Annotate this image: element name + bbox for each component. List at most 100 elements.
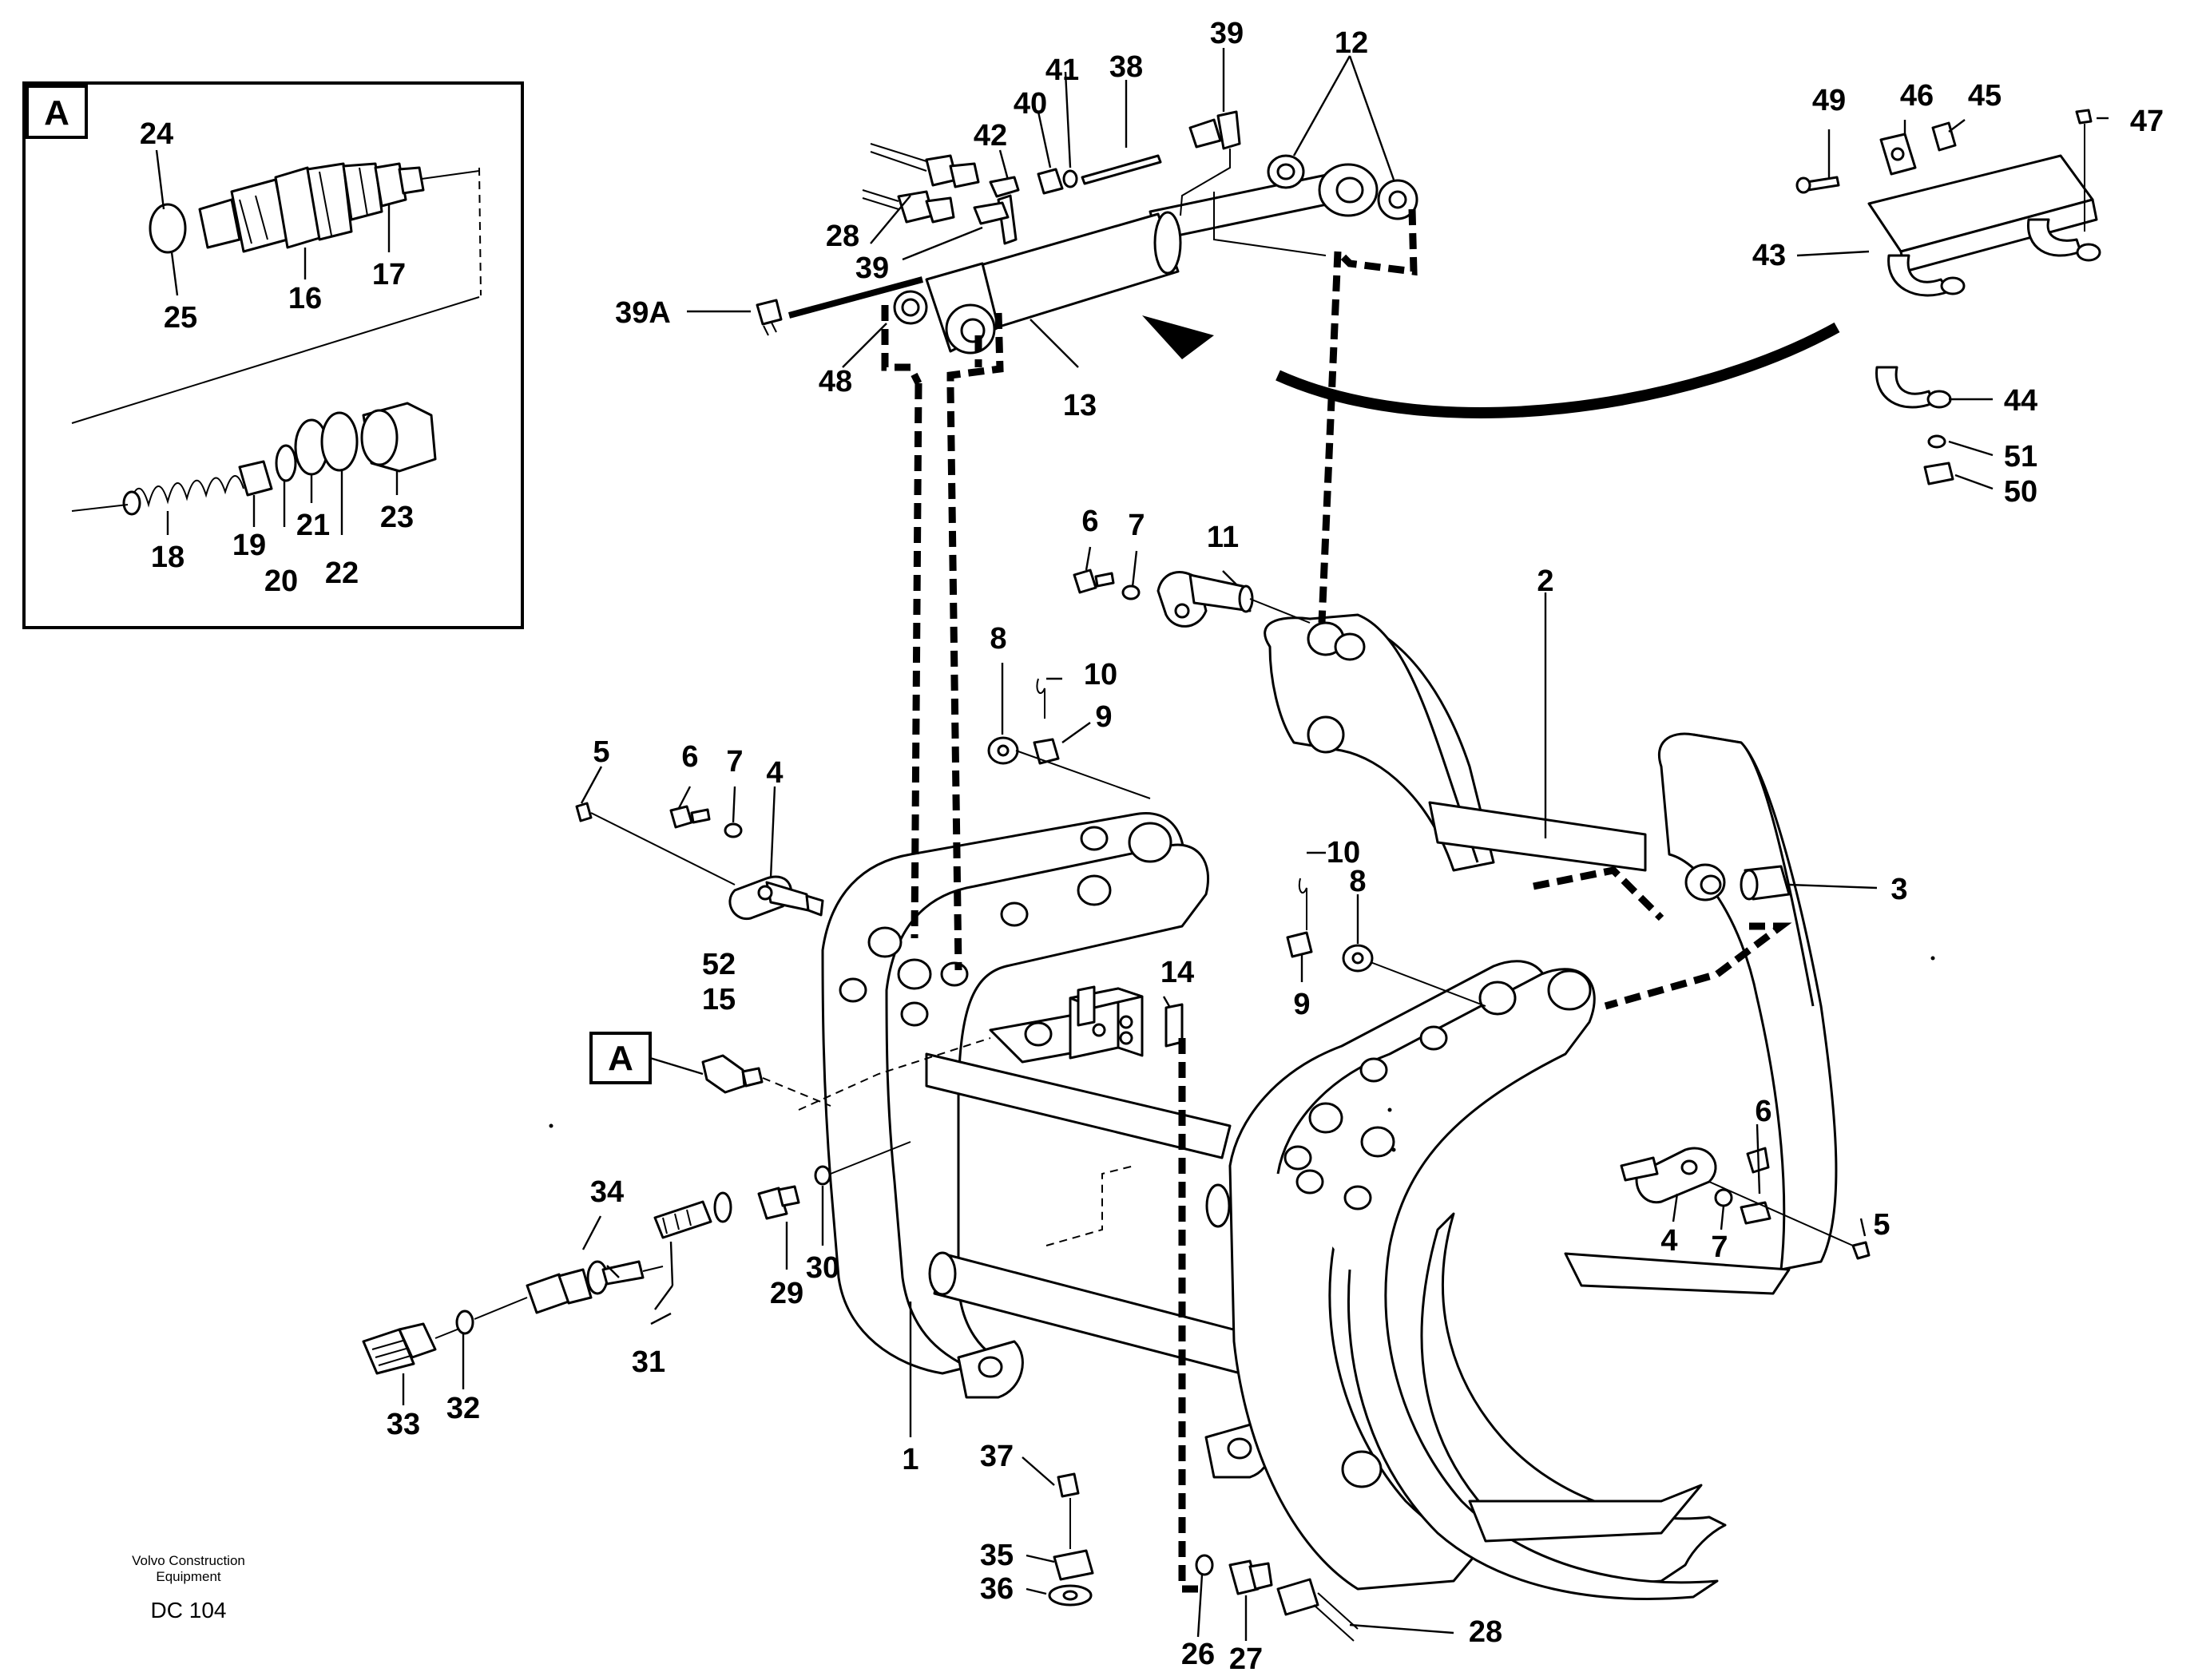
upper-frame-part <box>1264 613 1838 1271</box>
callout-9-right: 9 <box>1293 988 1310 1021</box>
callout-30: 30 <box>806 1251 839 1285</box>
callout-9-left: 9 <box>1095 700 1112 734</box>
callout-41: 41 <box>1045 53 1079 87</box>
o-ring-part <box>455 1310 474 1335</box>
callout-12: 12 <box>1335 26 1368 60</box>
footer-company-line1: Volvo Construction <box>132 1553 245 1568</box>
assembly-arrowhead <box>1142 315 1214 359</box>
nut-part <box>1923 462 1954 485</box>
callout-38: 38 <box>1109 50 1143 84</box>
callout-17: 17 <box>372 258 406 291</box>
callout-7-top: 7 <box>1128 509 1145 542</box>
callout-10-right: 10 <box>1327 836 1360 870</box>
screw-part <box>669 805 693 829</box>
callout-36: 36 <box>980 1572 1014 1606</box>
callout-49: 49 <box>1812 84 1846 117</box>
callout-22: 22 <box>325 557 359 590</box>
union-fitting-part <box>1188 118 1222 149</box>
callout-4-left: 4 <box>766 756 783 790</box>
callout-21: 21 <box>296 509 330 542</box>
callout-8-left: 8 <box>990 622 1006 656</box>
callout-28-top: 28 <box>826 220 859 253</box>
callout-47: 47 <box>2130 105 2164 138</box>
detail-reference-label: A <box>608 1039 633 1078</box>
valve-pin-part <box>238 460 273 497</box>
callout-16: 16 <box>288 282 322 315</box>
cap-nut-part <box>360 402 437 473</box>
callout-7-right: 7 <box>1711 1230 1728 1264</box>
callout-45: 45 <box>1968 79 2002 113</box>
tab-plate-part <box>1931 121 1957 152</box>
callout-42: 42 <box>974 119 1007 153</box>
callout-2: 2 <box>1537 565 1553 598</box>
relief-valve-part <box>701 1054 746 1094</box>
callout-10-left: 10 <box>1084 658 1117 691</box>
callout-29: 29 <box>770 1277 803 1310</box>
grease-nipple-part <box>575 802 593 822</box>
washer-part <box>1062 169 1078 188</box>
callout-31: 31 <box>632 1345 665 1379</box>
callout-40: 40 <box>1014 87 1047 121</box>
spring-part <box>122 475 244 516</box>
hose-end-part <box>1276 1578 1319 1616</box>
callout-33: 33 <box>387 1408 420 1441</box>
callout-35: 35 <box>980 1539 1014 1572</box>
lock-washer-part <box>1121 584 1141 600</box>
callout-39-top: 39 <box>1210 17 1244 50</box>
callout-13: 13 <box>1063 389 1097 422</box>
callout-34: 34 <box>590 1175 624 1209</box>
callout-6-top: 6 <box>1081 505 1098 538</box>
seal-part <box>275 444 297 482</box>
callout-7-left: 7 <box>726 745 743 779</box>
cylinder-guard-part <box>1867 154 2101 297</box>
callout-50: 50 <box>2004 475 2037 509</box>
hydraulic-cylinder-part <box>925 163 1379 355</box>
callout-43: 43 <box>1752 239 1786 272</box>
callout-20: 20 <box>264 565 298 598</box>
screw-part <box>1740 1201 1771 1225</box>
detail-box-a: A <box>22 81 524 629</box>
callout-26: 26 <box>1181 1638 1215 1671</box>
callout-14: 14 <box>1160 956 1194 989</box>
callout-51: 51 <box>2004 440 2037 473</box>
castle-nut-part <box>1033 738 1060 765</box>
detail-reference-a <box>589 1032 652 1084</box>
screw-part <box>2075 109 2093 125</box>
callout-25: 25 <box>164 301 197 335</box>
callout-19: 19 <box>232 529 266 562</box>
callout-5-right: 5 <box>1873 1208 1890 1242</box>
callout-18: 18 <box>151 541 184 574</box>
screw-part <box>1057 1472 1080 1498</box>
valve-block-part <box>1069 985 1184 1060</box>
relief-valve-part <box>71 162 482 424</box>
plug-fitting-part <box>756 299 783 326</box>
callout-23: 23 <box>380 501 414 534</box>
backup-ring-part <box>320 411 359 472</box>
clamp-part <box>1875 366 1934 409</box>
callout-11: 11 <box>1207 521 1239 554</box>
callout-6-left: 6 <box>681 740 698 774</box>
callout-4-right: 4 <box>1660 1224 1677 1258</box>
pipe-part <box>1081 154 1162 185</box>
callout-32: 32 <box>446 1392 480 1425</box>
callout-15: 15 <box>702 983 736 1016</box>
callout-28-bottom: 28 <box>1469 1615 1502 1649</box>
callout-52: 52 <box>702 948 736 981</box>
lock-washer-part <box>724 822 743 838</box>
callout-8-right: 8 <box>1349 865 1366 898</box>
callout-48: 48 <box>819 365 852 398</box>
grease-nipple-part <box>1851 1241 1871 1260</box>
callout-24: 24 <box>140 117 173 151</box>
callout-6-right: 6 <box>1755 1095 1771 1128</box>
o-ring-part <box>149 203 187 254</box>
elbow-fitting-part <box>989 176 1020 198</box>
nipple-nut-part <box>1037 168 1064 195</box>
callout-27: 27 <box>1229 1642 1263 1676</box>
callout-44: 44 <box>2004 384 2037 418</box>
footer-company-line2: Equipment <box>156 1569 221 1584</box>
callout-1: 1 <box>902 1443 918 1476</box>
nipple-part <box>653 1200 712 1239</box>
o-ring-part <box>1195 1554 1214 1576</box>
pivot-pin-part <box>1157 571 1311 628</box>
